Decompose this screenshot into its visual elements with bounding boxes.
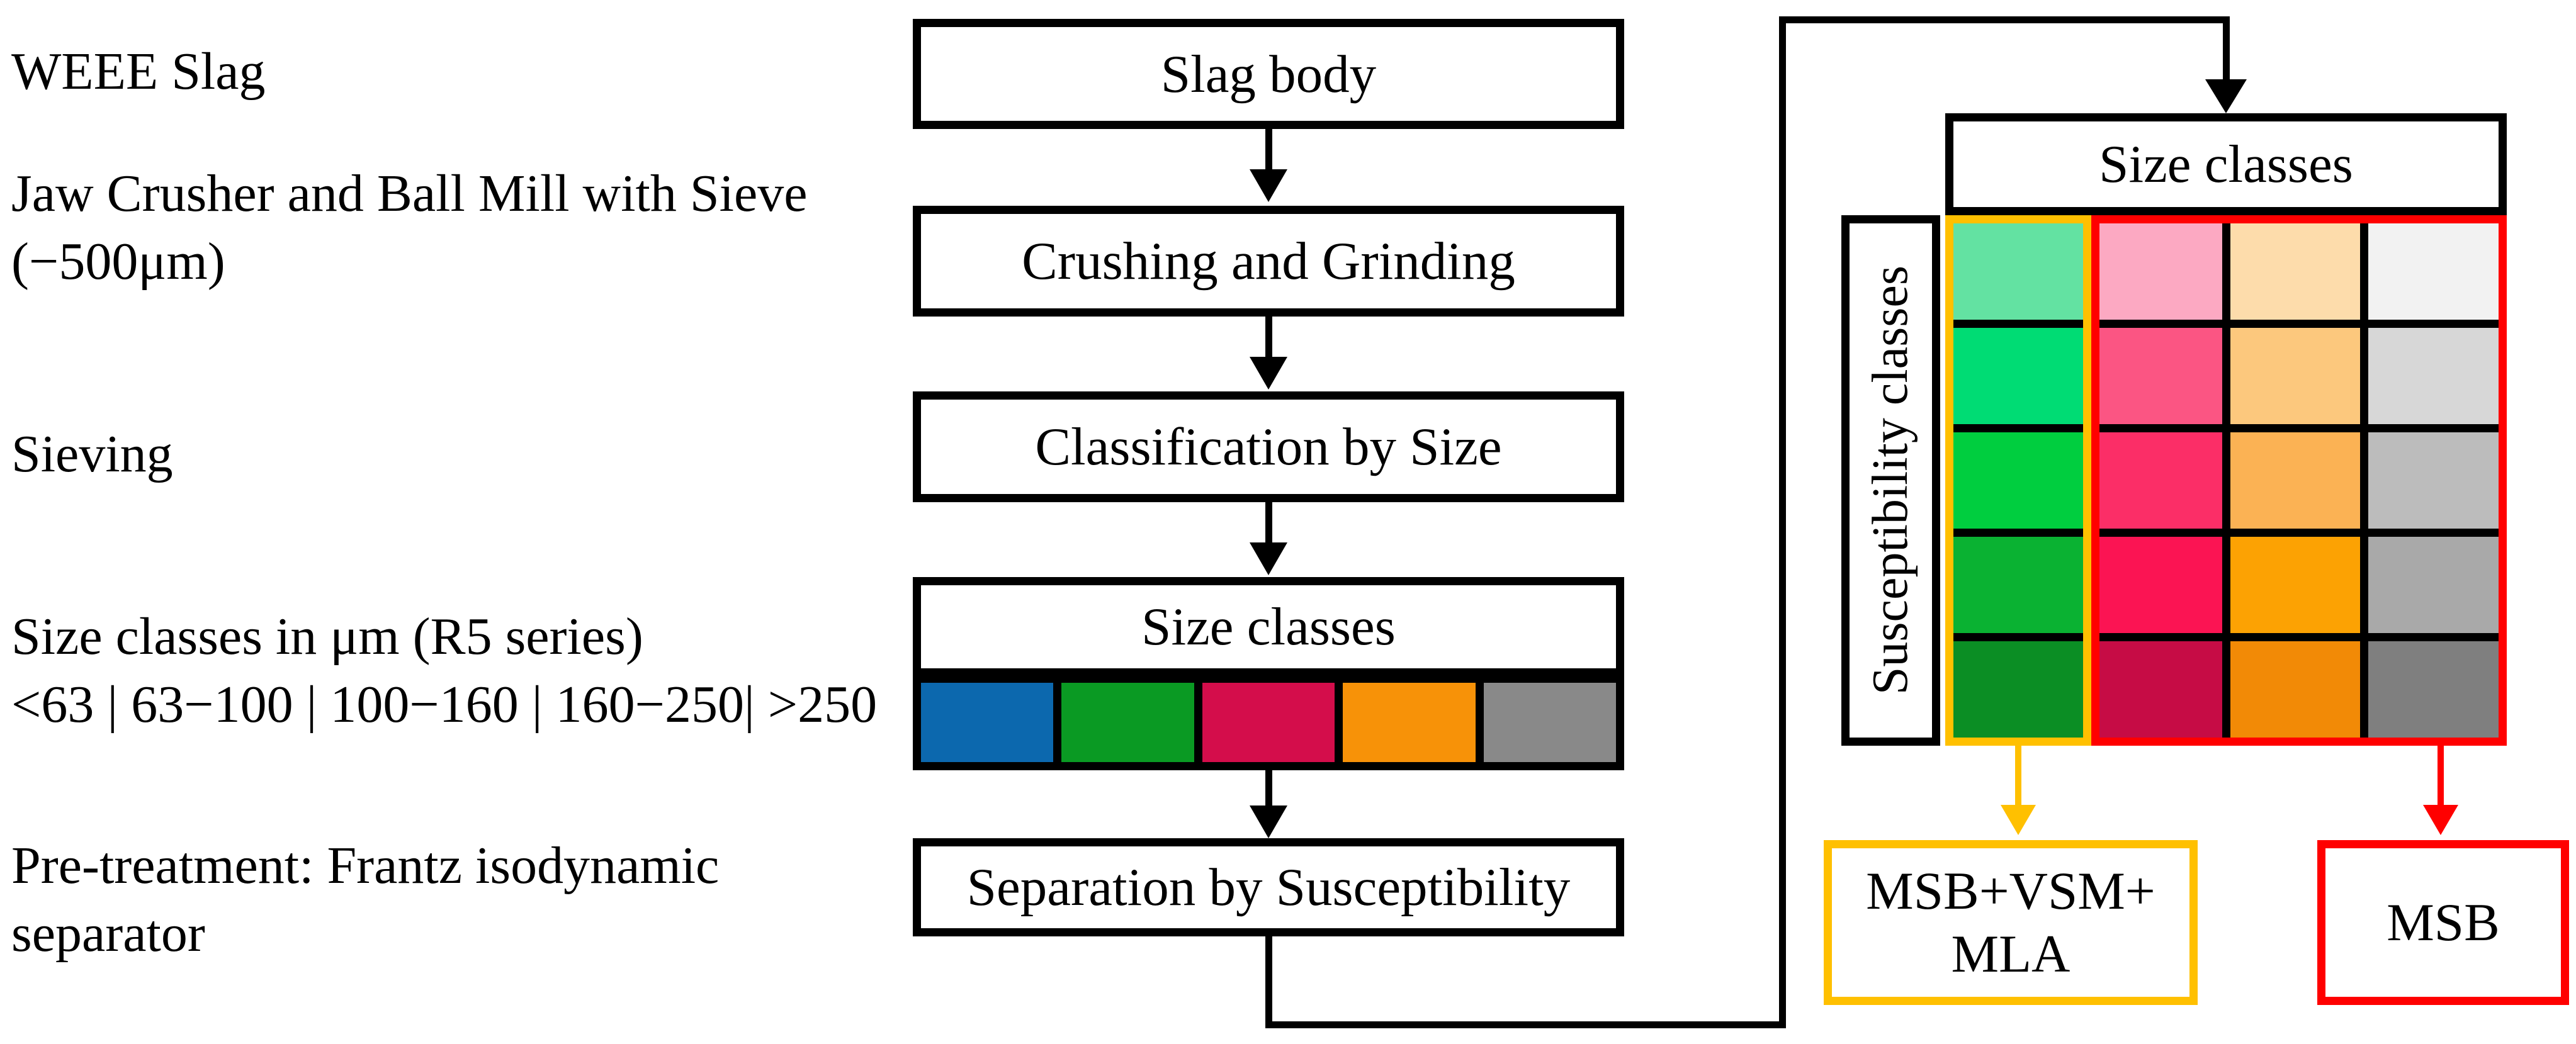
size-class-strip [913, 675, 1624, 770]
arrowhead-down-icon [2205, 79, 2247, 113]
label-size-series: Size classes in μm (R5 series) <63 | 63−… [11, 603, 877, 738]
matrix-cell [1953, 223, 2084, 320]
arrowhead-down-icon [1250, 357, 1287, 390]
matrix-cell [2230, 328, 2361, 424]
matrix-cell [2368, 432, 2499, 529]
label-weee-slag: WEEE Slag [11, 38, 266, 106]
output-label: MSB+VSM+ MLA [1866, 860, 2155, 986]
flow-box-label: Crushing and Grinding [1022, 232, 1515, 291]
connector-line [2223, 16, 2230, 82]
matrix-cell [1953, 641, 2084, 738]
flow-box-separation: Separation by Susceptibility [913, 838, 1624, 936]
matrix-cell [1953, 537, 2084, 633]
connector-line [1265, 1021, 1786, 1028]
label-line: WEEE Slag [11, 42, 266, 101]
matrix-cell [1953, 432, 2084, 529]
matrix-cell [2091, 641, 2222, 738]
label-line: <63 | 63−100 | 100−160 | 160−250| >250 [11, 675, 878, 734]
output-label: MSB [2387, 892, 2500, 952]
flow-box-size-classes: Size classes [913, 577, 1624, 676]
label-line: (−500μm) [11, 232, 225, 291]
label-line: Size classes in μm (R5 series) [11, 607, 643, 666]
size-class-swatch [921, 683, 1054, 762]
output-label-line: MLA [1951, 924, 2070, 984]
matrix-cell [2368, 223, 2499, 320]
matrix-header-label: Size classes [2099, 135, 2353, 194]
output-label-line: MSB+VSM+ [1866, 861, 2155, 921]
arrowhead-down-icon [2001, 805, 2036, 835]
flow-arrow-shaft [1265, 501, 1272, 545]
connector-line [1779, 16, 2230, 23]
output-box-nonmagnetic: MSB [2317, 840, 2569, 1005]
nonmagnetic-arrow-shaft [2438, 746, 2444, 806]
susceptibility-size-matrix [1945, 215, 2507, 746]
flow-box-label: Slag body [1160, 44, 1377, 104]
flow-box-label: Separation by Susceptibility [966, 858, 1571, 917]
flow-arrow-shaft [1265, 315, 1272, 359]
matrix-row-header: Susceptibility classes [1841, 215, 1940, 746]
connector-line [1779, 16, 1786, 1028]
flow-arrow-shaft [1265, 128, 1272, 172]
flow-box-slag-body: Slag body [913, 19, 1624, 129]
matrix-cell [2091, 432, 2222, 529]
magnetic-group-outline [1945, 215, 2091, 746]
connector-line [1265, 935, 1272, 1028]
nonmagnetic-group-outline [2091, 215, 2507, 746]
arrowhead-down-icon [1250, 169, 1287, 202]
matrix-cell [2368, 328, 2499, 424]
label-pretreatment: Pre-treatment: Frantz isodynamic separat… [11, 832, 719, 967]
flow-box-label: Size classes [1141, 597, 1396, 656]
size-class-swatch [1343, 683, 1476, 762]
label-line: separator [11, 904, 205, 963]
size-class-swatch [1483, 683, 1617, 762]
arrowhead-down-icon [1250, 805, 1287, 838]
matrix-cell [2091, 223, 2222, 320]
matrix-cell [2091, 537, 2222, 633]
matrix-cell [2368, 537, 2499, 633]
magnetic-arrow-shaft [2015, 746, 2021, 806]
flow-box-label: Classification by Size [1035, 417, 1502, 476]
matrix-cell [1953, 328, 2084, 424]
matrix-cell [2230, 432, 2361, 529]
size-class-swatch [1061, 683, 1194, 762]
matrix-cell [2230, 537, 2361, 633]
label-line: Pre-treatment: Frantz isodynamic [11, 836, 720, 895]
label-jaw-crusher: Jaw Crusher and Ball Mill with Sieve (−5… [11, 160, 808, 295]
arrowhead-down-icon [2423, 805, 2458, 835]
vertical-label-wrap: Susceptibility classes [1850, 223, 1932, 738]
matrix-cell [2230, 641, 2361, 738]
matrix-cell [2368, 641, 2499, 738]
arrowhead-down-icon [1250, 542, 1287, 575]
output-box-magnetic: MSB+VSM+ MLA [1824, 840, 2198, 1005]
flow-box-classification: Classification by Size [913, 391, 1624, 502]
matrix-row-header-label: Susceptibility classes [1863, 266, 1918, 695]
size-class-swatch [1202, 683, 1335, 762]
label-line: Sieving [11, 425, 173, 483]
matrix-cell [2091, 328, 2222, 424]
matrix-column-header: Size classes [1945, 113, 2507, 215]
matrix-cell [2230, 223, 2361, 320]
label-sieving: Sieving [11, 420, 173, 488]
flow-arrow-shaft [1265, 770, 1272, 807]
label-line: Jaw Crusher and Ball Mill with Sieve [11, 164, 808, 223]
flow-box-crushing: Crushing and Grinding [913, 206, 1624, 317]
